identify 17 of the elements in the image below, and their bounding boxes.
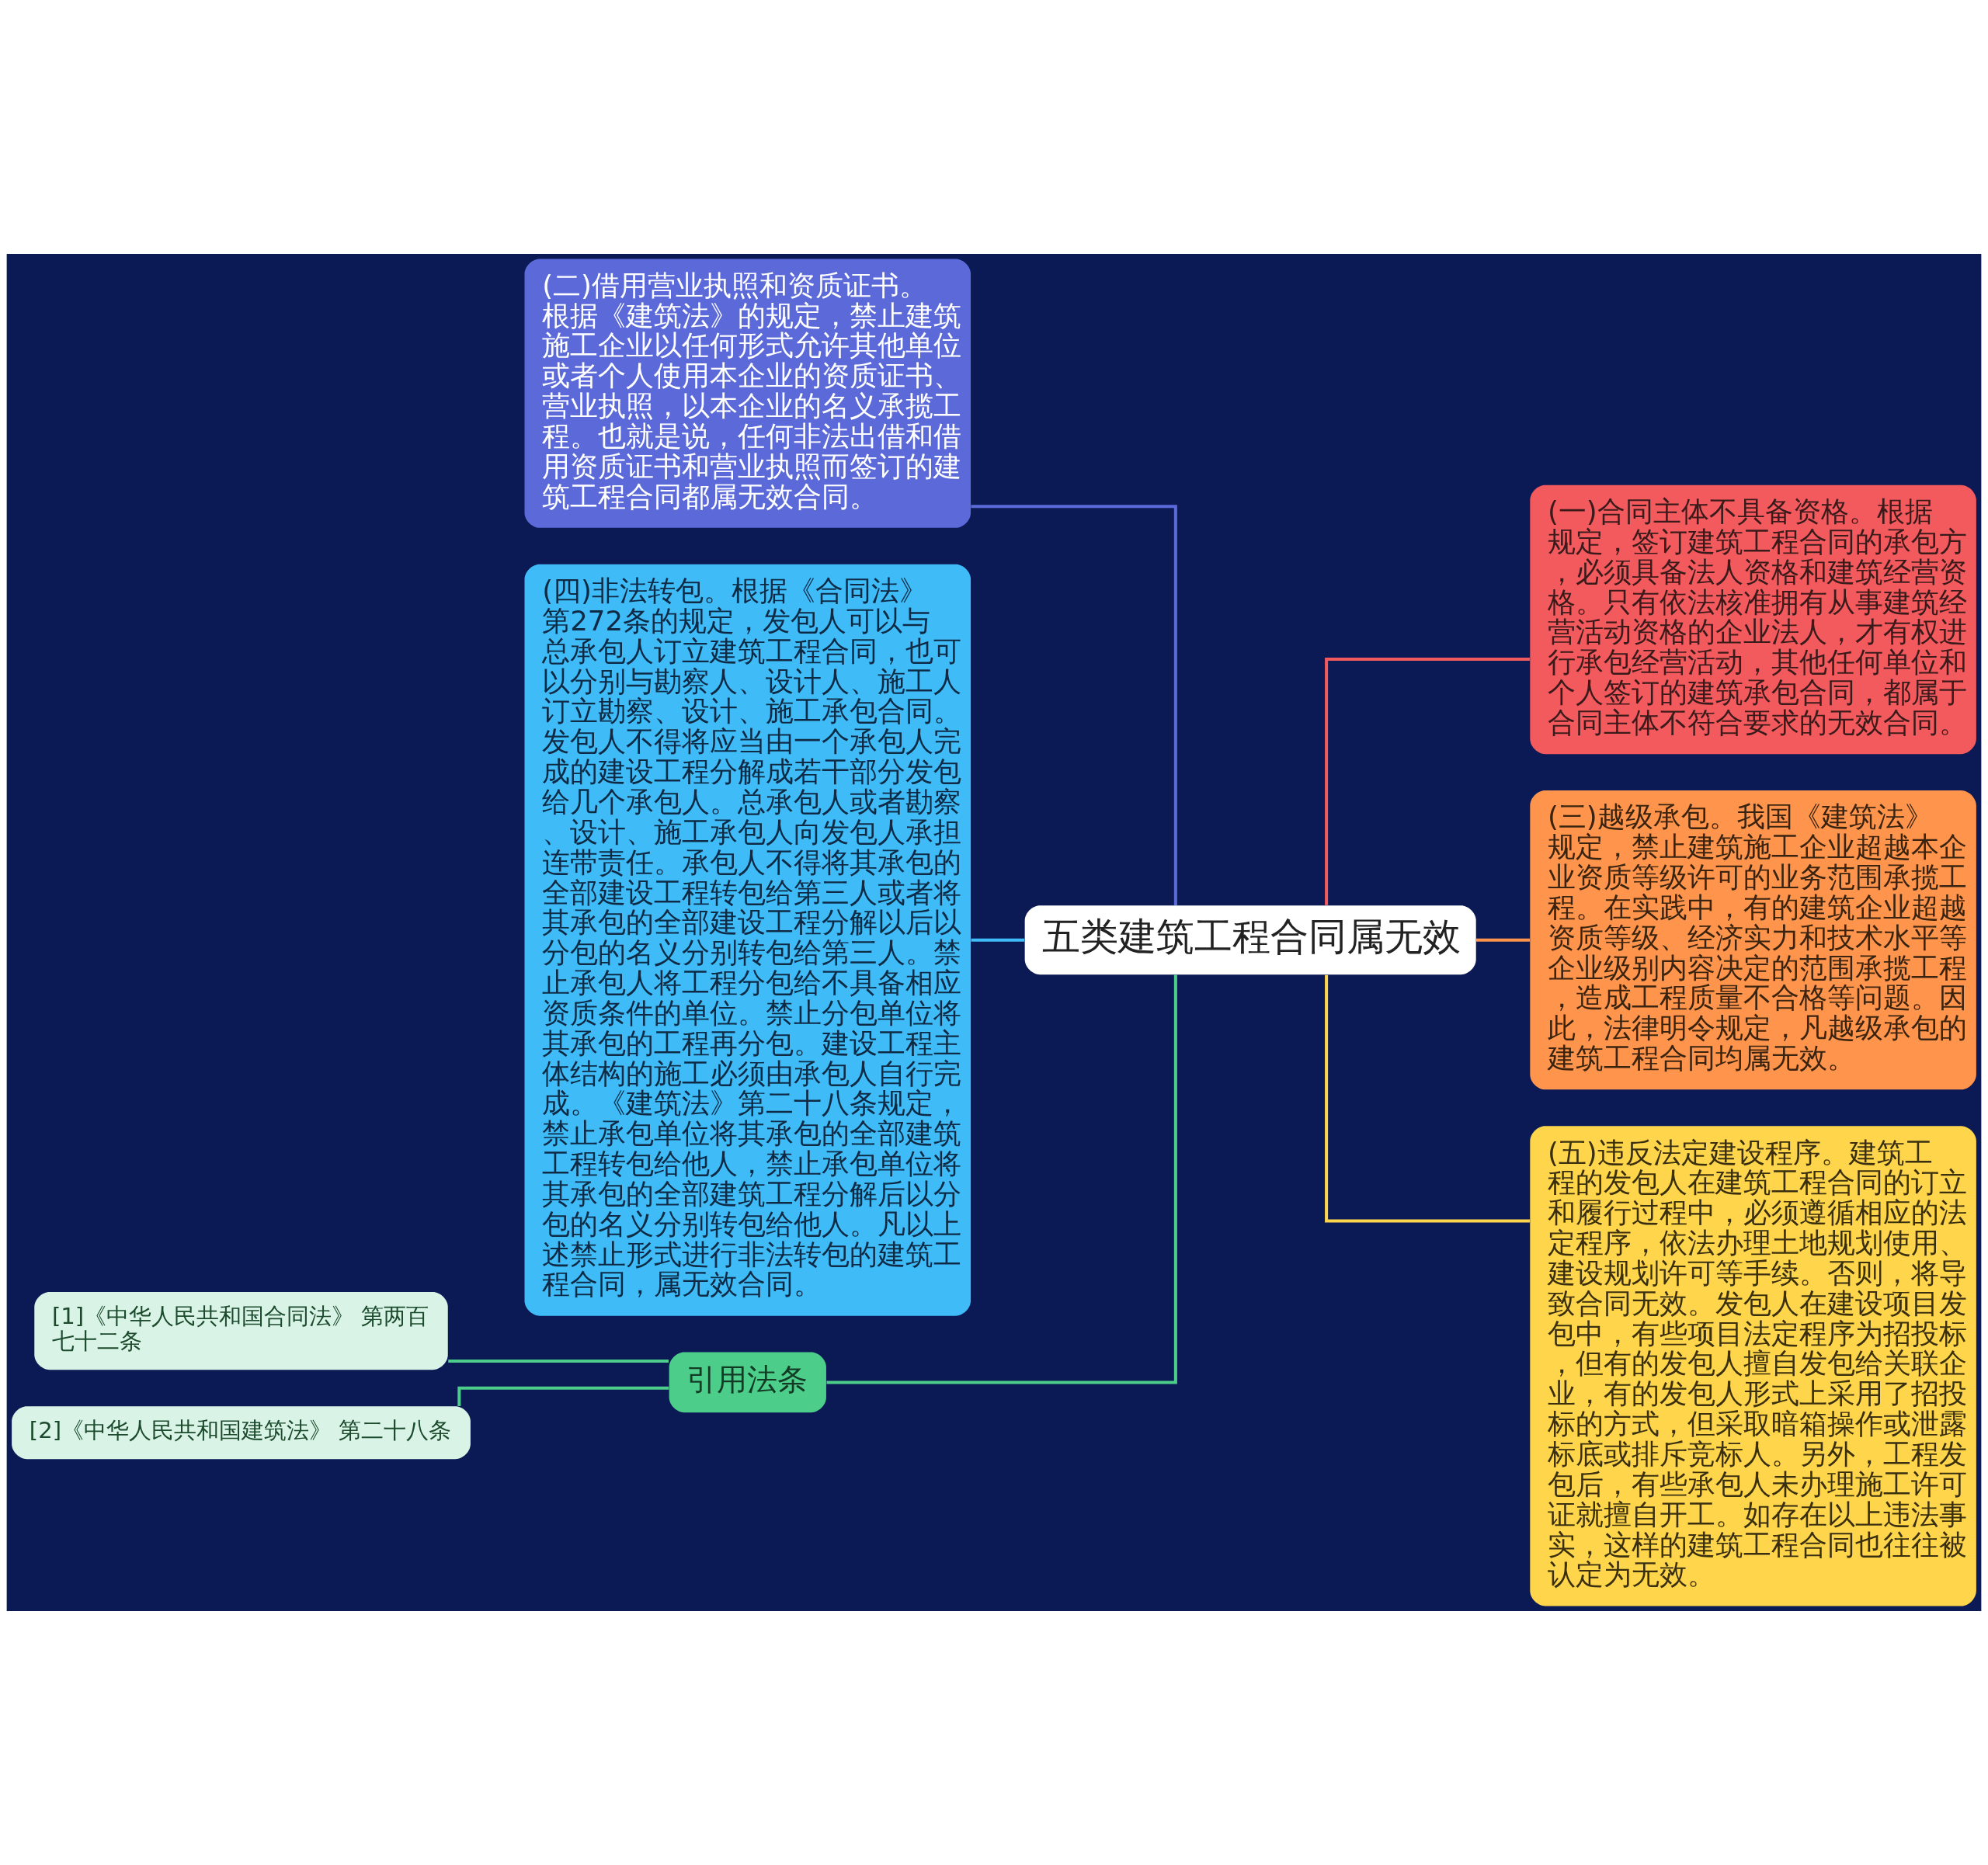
connector — [971, 938, 1025, 942]
node-box: 五类建筑工程合同属无效 — [1024, 905, 1476, 975]
node-box: (四)非法转包。根据《合同法》第272条的规定，发包人可以与总承包人订立建筑工程合同，也可以分别与勘察人、设计人、施工人订立勘察、设计、施工承包合同。发包人不得将应当由一个承包人完成的建设工程分解成若干部分发包给几个承包人。总承包人或者勘察、设计、施工承包人向发包人承担连带责任。承包人不得将其承包的全部建设工程转包给第三人或者将其承包的全部建设工程分解以后以分包的名义分别转包给第三人。禁止承包人将工程分包给不具备相应资质条件的单位。禁止分包单位将其承包的工程再分包。建设工程主体结构的施工必须由承包人自行完成。《建筑法》第二十八条规定，禁止承包单位将其承包的全部建筑工程转包给他人，禁止承包单位将其承包的全部建筑工程分解后以分包的名义分别转包给他人。凡以上述禁止形式进行非法转包的建筑工程合同，属无效合同。 — [524, 564, 971, 1316]
connector — [1325, 657, 1530, 905]
connector — [826, 974, 1177, 1384]
node-box: (一)合同主体不具备资格。根据规定，签订建筑工程合同的承包方，必须具备法人资格和建筑经营资格。只有依法核准拥有从事建筑经营活动资格的企业法人，才有权进行承包经营活动，其他任何单位和个人签订的建筑承包合同，都属于合同主体不符合要求的无效合同。 — [1530, 484, 1976, 755]
node-box: [2]《中华人民共和国建筑法》 第二十八条 — [12, 1406, 471, 1460]
node-box: 引用法条 — [669, 1352, 826, 1413]
node-box: (五)违反法定建设程序。建筑工程的发包人在建筑工程合同的订立和履行过程中，必须遵循相应的法定程序，依法办理土地规划使用、建设规划许可等手续。否则，将导致合同无效。发包人在建设项目发包中，有些项目法定程序为招投标，但有的发包人擅自发包给关联企业，有的发包人形式上采用了招投标的方式，但采取暗箱操作或泄露标底或排斥竞标人。另外，工程发包后，有些承包人未办理施工许可证就擅自开工。如存在以上违法事实，这样的建筑工程合同也往往被认定为无效。 — [1530, 1126, 1976, 1606]
node-box: (三)越级承包。我国《建筑法》规定，禁止建筑施工企业超越本企业资质等级许可的业务范围承揽工程。在实践中，有的建筑企业超越资质等级、经济实力和技术水平等企业级别内容决定的范围承揽工程，造成工程质量不合格等问题。因此，法律明令规定，凡越级承包的建筑工程合同均属无效。 — [1530, 790, 1976, 1090]
connector — [1475, 938, 1530, 942]
node-box: (二)借用营业执照和资质证书。根据《建筑法》的规定，禁止建筑施工企业以任何形式允许其他单位或者个人使用本企业的资质证书、营业执照，以本企业的名义承揽工程。也就是说，任何非法出借和借用资质证书和营业执照而签订的建筑工程合同都属无效合同。 — [524, 259, 971, 528]
connector — [457, 1386, 669, 1407]
connector — [971, 505, 1177, 905]
node-box: [1]《中华人民共和国合同法》 第两百七十二条 — [34, 1291, 448, 1370]
connector — [1325, 974, 1530, 1223]
connector — [448, 1359, 669, 1363]
